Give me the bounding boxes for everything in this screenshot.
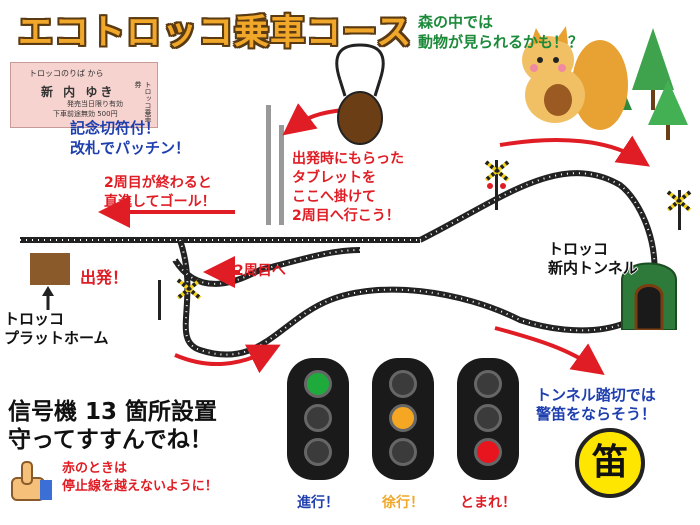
crossing-signal-icon <box>666 190 692 230</box>
signal-lamp <box>474 404 502 432</box>
squirrel-icon <box>522 26 628 130</box>
signal-go: 進行！ <box>287 358 349 512</box>
ticket-line: 下車前途無効 500円 <box>53 110 118 118</box>
note-line: 守ってすすんでね！ <box>8 427 213 453</box>
tablet-note: 出発時にもらった タブレットを ここへ掛けて 2周目へ行こう！ <box>292 150 404 226</box>
note-line: 赤のときは <box>62 461 128 476</box>
note-line: 2周目へ行こう！ <box>292 208 400 224</box>
signal-lamp <box>474 438 502 466</box>
signal-label: 徐行！ <box>382 495 424 511</box>
signal-lamp <box>304 370 332 398</box>
crossing-signal-icon <box>158 278 202 320</box>
label-line: トロッコ <box>4 310 65 328</box>
commemorative-ticket: トロッコのりば から 新 内 ゆき 発売当日限り有効 下車前途無効 500円 ト… <box>10 62 158 128</box>
signal-lamp <box>304 438 332 466</box>
note-line: 停止線を越えないように！ <box>62 479 218 494</box>
whistle-icon: 笛 <box>575 428 645 498</box>
signal-caution: 徐行！ <box>372 358 434 512</box>
note-line: トンネル踏切では <box>536 386 656 404</box>
platform-block <box>30 253 70 285</box>
ticket-line: 発売当日限り有効 <box>67 100 123 108</box>
note-line: 出発時にもらった <box>292 151 404 167</box>
ticket-note: 記念切符付！ 改札でパッチン！ <box>70 118 190 158</box>
thumbs-up-icon <box>11 461 52 501</box>
signal-housing <box>457 358 519 480</box>
note-line: 動物が見られるかも！？ <box>418 33 584 51</box>
note-line: タブレットを <box>292 170 376 186</box>
ticket-line: トロッコのりば から <box>29 69 104 78</box>
signal-stop: とまれ！ <box>457 358 519 512</box>
note-line: 改札でパッチン！ <box>70 139 191 157</box>
signal-lamp <box>304 404 332 432</box>
red-stop-note: 赤のときは 停止線を越えないように！ <box>62 460 218 496</box>
ticket-line: トロッコ乗車券 <box>134 81 152 123</box>
label-line: プラットホーム <box>4 329 109 347</box>
signal-housing <box>287 358 349 480</box>
forest-note: 森の中では 動物が見られるかも！？ <box>418 12 583 52</box>
tablet-post <box>266 105 284 225</box>
note-line: 警笛をならそう！ <box>536 405 657 423</box>
platform-label: トロッコ プラットホーム <box>4 310 109 348</box>
note-line: 信号機 13 箇所設置 <box>8 399 218 425</box>
signal-lamp <box>474 370 502 398</box>
start-label: 出発！ <box>80 268 129 287</box>
tunnel-icon <box>621 262 677 330</box>
signal-housing <box>372 358 434 480</box>
signals-note: 信号機 13 箇所設置 守ってすすんでね！ <box>8 398 217 454</box>
signal-label: とまれ！ <box>460 495 516 511</box>
note-line: 直進してゴール！ <box>104 194 216 210</box>
note-line: 2周目が終わると <box>104 175 212 191</box>
signal-lamp <box>389 370 417 398</box>
tunnel-crossing-note: トンネル踏切では 警笛をならそう！ <box>536 386 656 424</box>
signal-label: 進行！ <box>297 495 339 511</box>
guide-arrows <box>98 103 650 376</box>
ticket-line: 新 内 ゆき <box>41 85 116 99</box>
note-line: 森の中では <box>418 13 494 31</box>
tablet-ring-icon <box>335 43 385 145</box>
label-line: トロッコ <box>548 240 609 258</box>
second-lap-label: 2周目へ <box>234 263 286 279</box>
signal-lamp <box>389 404 417 432</box>
up-arrow-icon <box>42 286 54 310</box>
note-line: ここへ掛けて <box>292 189 376 205</box>
note-line: 記念切符付！ <box>70 119 161 137</box>
tunnel-label: トロッコ 新内トンネル <box>548 240 638 278</box>
signal-lamp <box>389 438 417 466</box>
crossing-signal-icon <box>484 160 510 210</box>
label-line: 新内トンネル <box>548 259 638 277</box>
finish-note: 2周目が終わると 直進してゴール！ <box>104 174 216 212</box>
